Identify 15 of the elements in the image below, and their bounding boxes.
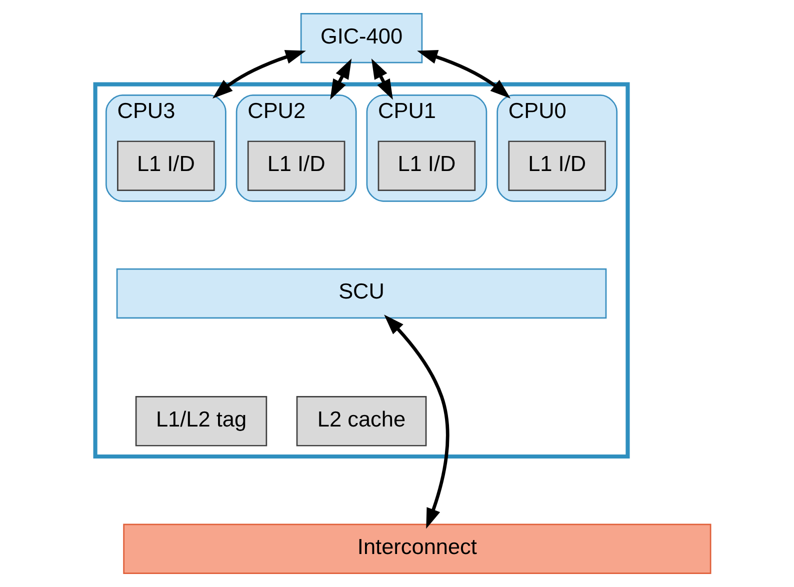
node-box: L1 I/D [116,140,214,191]
node-box: GIC-400 [300,13,422,64]
arrow [212,50,306,98]
arrow [330,58,352,100]
node-box: L1 I/D [508,140,606,191]
node-box: L2 cache [296,396,426,446]
node-box: SCU [116,268,606,319]
arrow [416,50,510,98]
node-box: L1 I/D [377,140,476,191]
arrow [384,314,449,529]
node-box: L1 I/D [246,140,345,191]
node-box: Interconnect [122,524,711,574]
cluster [92,82,630,459]
arrow [370,58,392,100]
node-box: L1/L2 tag [134,396,267,446]
